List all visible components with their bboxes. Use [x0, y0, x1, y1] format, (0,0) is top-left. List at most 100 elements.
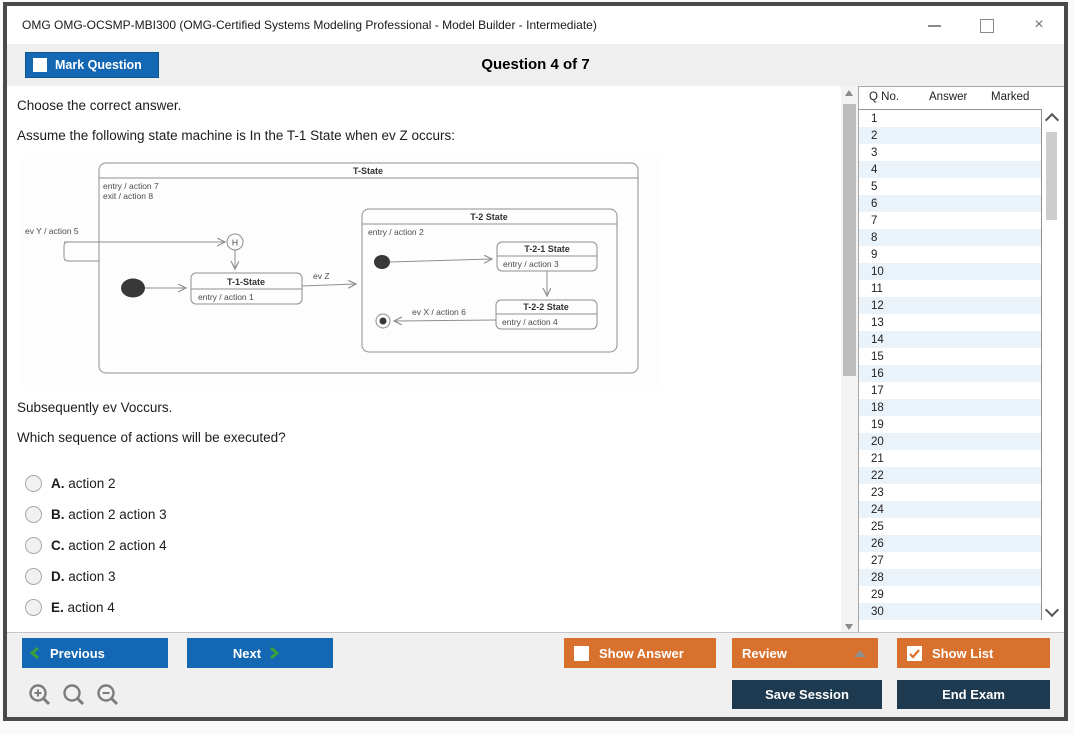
qno-cell: 3	[871, 146, 878, 159]
review-dropdown-icon	[854, 650, 866, 657]
question-list-row[interactable]: 4	[859, 161, 1041, 178]
answer-option-e[interactable]: E. action 4	[25, 595, 115, 619]
question-list-row[interactable]: 2	[859, 127, 1041, 144]
question-list-row[interactable]: 7	[859, 212, 1041, 229]
radio-option-e[interactable]	[25, 598, 42, 616]
question-list-row[interactable]: 21	[859, 450, 1041, 467]
answer-option-c[interactable]: C. action 2 action 4	[25, 533, 167, 557]
scroll-down-arrow[interactable]	[841, 618, 858, 632]
maximize-button[interactable]	[976, 15, 998, 35]
svg-text:entry / action 4: entry / action 4	[502, 317, 558, 327]
question-list-scrollbar[interactable]	[1043, 110, 1060, 620]
question-list-row[interactable]: 20	[859, 433, 1041, 450]
question-list-row[interactable]: 25	[859, 518, 1041, 535]
t2-state-node	[361, 208, 618, 353]
svg-text:entry / action 1: entry / action 1	[198, 292, 254, 302]
question-list-row[interactable]: 30	[859, 603, 1041, 620]
qno-cell: 9	[871, 248, 878, 261]
question-list-row[interactable]: 5	[859, 178, 1041, 195]
question-list-row[interactable]: 10	[859, 263, 1041, 280]
qno-cell: 29	[871, 588, 884, 601]
previous-button[interactable]: Previous	[22, 638, 168, 668]
scroll-up-arrow[interactable]	[841, 86, 858, 100]
main-scrollbar[interactable]	[841, 86, 858, 632]
zoom-out-icon[interactable]	[95, 683, 121, 709]
end-exam-button[interactable]: End Exam	[897, 680, 1050, 709]
state-machine-diagram: T-State entry / action 7 exit / action 8…	[22, 158, 662, 386]
mark-question-button[interactable]: Mark Question	[25, 52, 159, 78]
qno-cell: 12	[871, 299, 884, 312]
answer-option-b[interactable]: B. action 2 action 3	[25, 502, 167, 526]
qno-column-header: Q No.	[869, 91, 900, 103]
question-list-header: Q No. Answer Marked	[859, 87, 1042, 110]
radio-option-d[interactable]	[25, 567, 42, 585]
question-list-row[interactable]: 6	[859, 195, 1041, 212]
question-counter: Question 4 of 7	[481, 56, 590, 73]
question-list-row[interactable]: 18	[859, 399, 1041, 416]
minimize-button[interactable]	[924, 15, 946, 35]
question-list-row[interactable]: 22	[859, 467, 1041, 484]
titlebar: OMG OMG-OCSMP-MBI300 (OMG-Certified Syst…	[7, 6, 1064, 44]
question-list-row[interactable]: 11	[859, 280, 1041, 297]
question-list-row[interactable]: 8	[859, 229, 1041, 246]
svg-text:exit / action 8: exit / action 8	[103, 191, 153, 201]
list-scrollbar-thumb[interactable]	[1046, 132, 1057, 220]
radio-option-c[interactable]	[25, 536, 42, 554]
ev-z-transition	[301, 284, 355, 286]
mark-question-label: Mark Question	[55, 58, 142, 72]
question-list-row[interactable]: 24	[859, 501, 1041, 518]
qno-cell: 7	[871, 214, 878, 227]
show-list-checkbox[interactable]	[907, 645, 922, 661]
qno-cell: 20	[871, 435, 884, 448]
answer-column-header: Answer	[929, 91, 968, 103]
review-button[interactable]: Review	[732, 638, 878, 668]
question-list-row[interactable]: 1	[859, 110, 1041, 127]
question-list-row[interactable]: 23	[859, 484, 1041, 501]
question-instruction: Choose the correct answer.	[17, 98, 182, 113]
question-list-row[interactable]: 12	[859, 297, 1041, 314]
mark-question-checkbox[interactable]	[33, 58, 47, 72]
radio-option-a[interactable]	[25, 474, 42, 492]
question-list-row[interactable]: 16	[859, 365, 1041, 382]
scrollbar-thumb[interactable]	[843, 104, 856, 376]
question-stem-line3: Which sequence of actions will be execut…	[17, 430, 286, 445]
next-chevron-icon	[270, 646, 280, 660]
question-list-row[interactable]: 27	[859, 552, 1041, 569]
zoom-in-icon[interactable]	[27, 683, 53, 709]
question-list-row[interactable]: 19	[859, 416, 1041, 433]
question-list-row[interactable]: 15	[859, 348, 1041, 365]
qno-cell: 17	[871, 384, 884, 397]
qno-cell: 1	[871, 112, 878, 125]
question-list-row[interactable]: 3	[859, 144, 1041, 161]
answer-option-a[interactable]: A. action 2	[25, 471, 116, 495]
qno-cell: 4	[871, 163, 878, 176]
qno-cell: 11	[871, 282, 883, 295]
qno-cell: 26	[871, 537, 884, 550]
answer-option-d[interactable]: D. action 3	[25, 564, 116, 588]
list-scroll-up-icon[interactable]	[1044, 112, 1060, 128]
show-list-button[interactable]: Show List	[897, 638, 1050, 668]
question-list-row[interactable]: 9	[859, 246, 1041, 263]
question-list-row[interactable]: 13	[859, 314, 1041, 331]
question-list-row[interactable]: 29	[859, 586, 1041, 603]
zoom-reset-icon[interactable]	[61, 683, 87, 709]
show-answer-checkbox[interactable]	[574, 645, 589, 661]
question-list-row[interactable]: 28	[859, 569, 1041, 586]
close-button[interactable]: ×	[1034, 16, 1044, 33]
maximize-icon	[980, 19, 994, 33]
check-icon	[909, 648, 920, 659]
show-answer-button[interactable]: Show Answer	[564, 638, 716, 668]
list-scroll-down-icon[interactable]	[1044, 602, 1060, 618]
question-list-row[interactable]: 26	[859, 535, 1041, 552]
zoom-controls	[27, 683, 121, 709]
footer-bar: Previous Next Show	[7, 632, 1064, 717]
question-list-row[interactable]: 17	[859, 382, 1041, 399]
radio-option-b[interactable]	[25, 505, 42, 523]
question-list-row[interactable]: 14	[859, 331, 1041, 348]
svg-text:entry / action 7: entry / action 7	[103, 181, 159, 191]
next-button[interactable]: Next	[187, 638, 333, 668]
save-session-button[interactable]: Save Session	[732, 680, 882, 709]
qno-cell: 10	[871, 265, 884, 278]
